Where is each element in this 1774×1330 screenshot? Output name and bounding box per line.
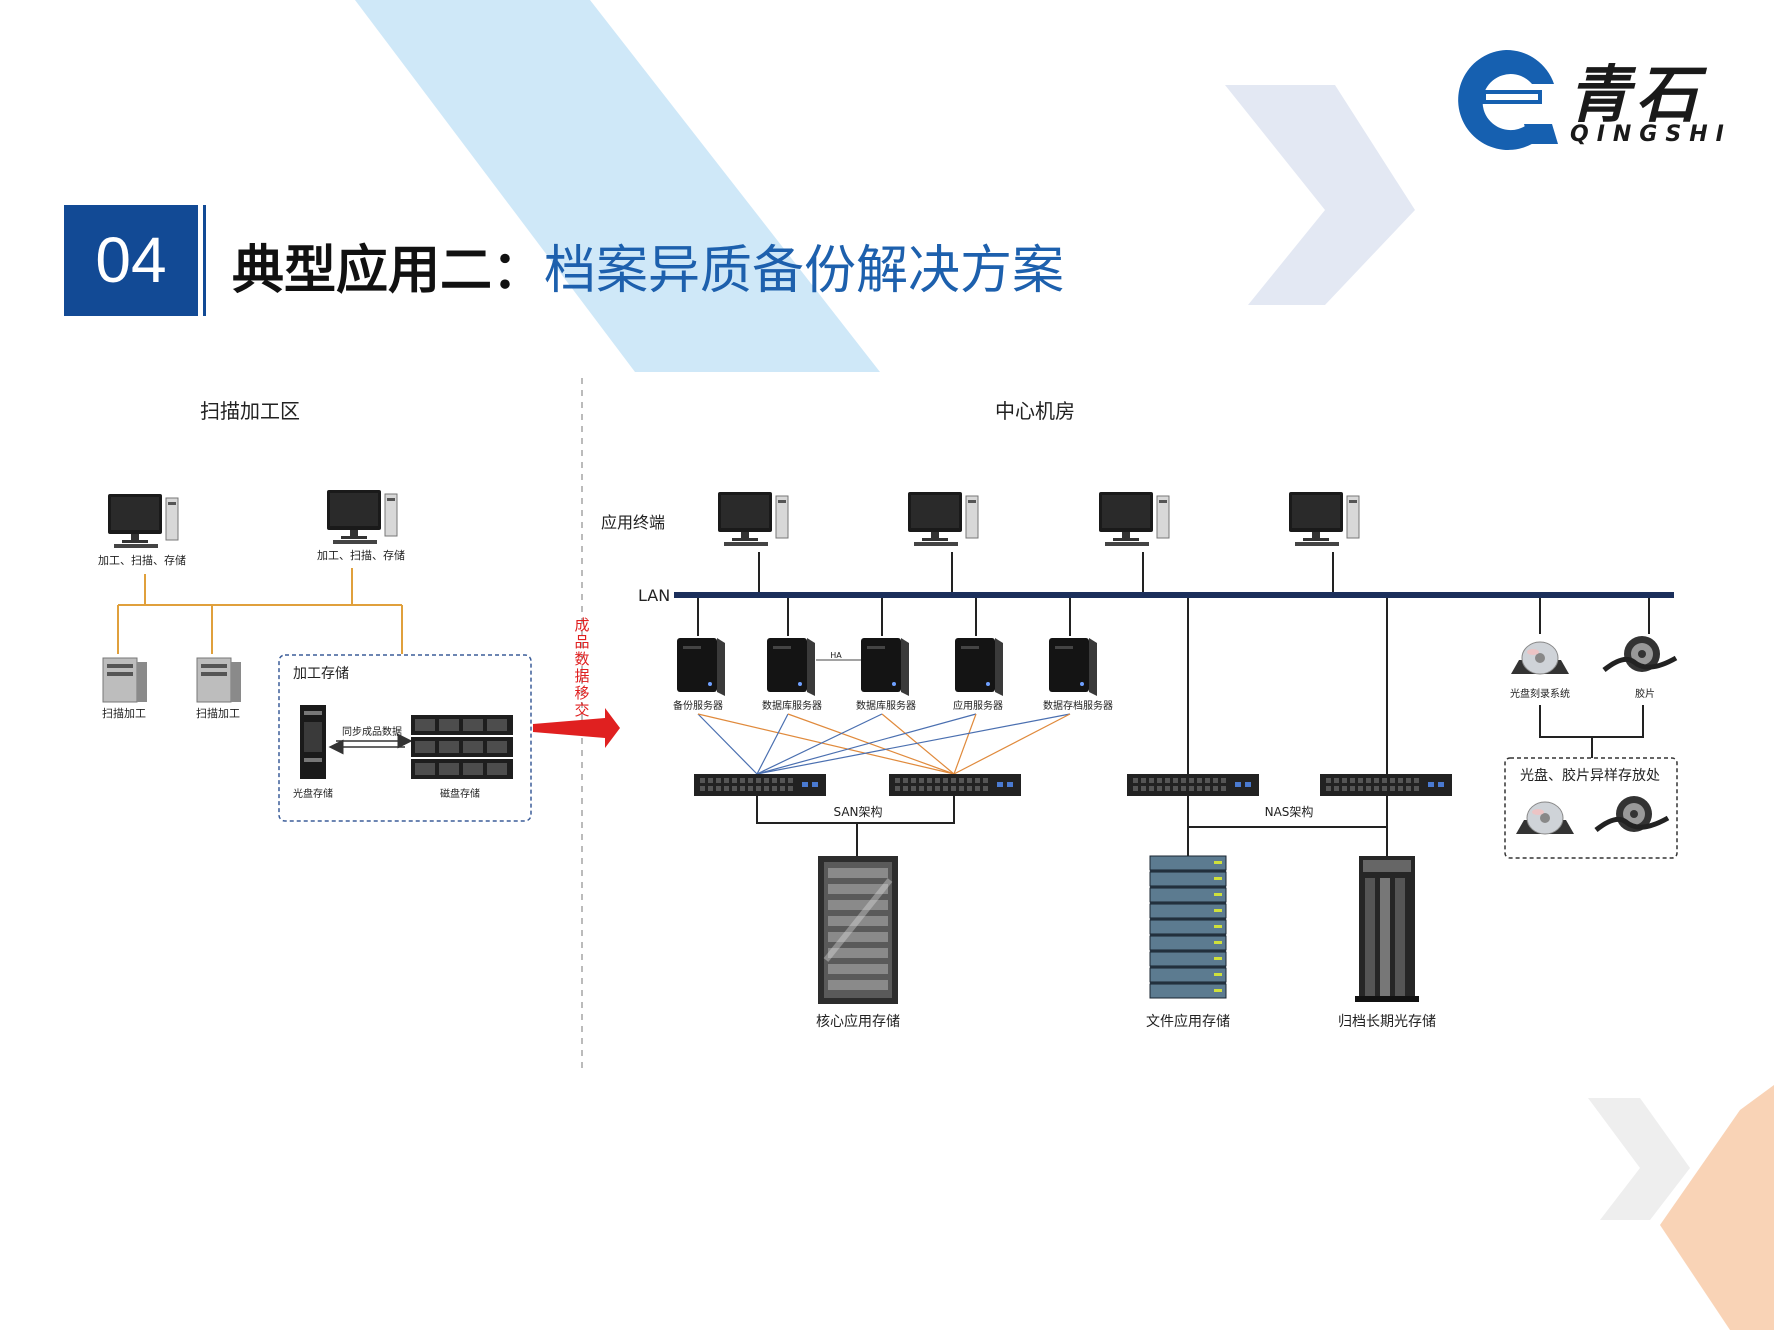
server-label: 数据库服务器	[762, 699, 822, 712]
terminal-row-label: 应用终端	[601, 513, 665, 532]
media-label: 光盘刻录系统	[1510, 687, 1570, 700]
backup-server-icon	[677, 638, 725, 696]
transfer-label-char: 成	[574, 616, 589, 634]
logo-english-text: QINGSHI	[1570, 122, 1732, 147]
transfer-label-char: 数	[574, 650, 589, 668]
section-number: 04	[64, 205, 198, 316]
transfer-arrow	[533, 708, 620, 748]
scanner-label: 扫描加工	[196, 706, 240, 720]
lan-drops	[697, 552, 1650, 774]
workstation-icon	[326, 489, 398, 545]
diagonal-band-decoration	[355, 0, 880, 372]
optical-storage-rack-icon	[300, 705, 326, 779]
terminal-label: 加工、扫描、存储	[98, 553, 186, 567]
nas-switch-icon	[1320, 774, 1452, 796]
optical-archive-rack-icon	[1355, 856, 1419, 1002]
qingshi-logo: 青石 QINGSHI	[1446, 44, 1736, 154]
san-fabric-lines	[697, 713, 1071, 775]
chevron-decoration-orange	[1660, 1085, 1774, 1330]
scanner-pc-icon	[196, 657, 242, 703]
core-storage-rack-icon	[818, 856, 898, 1004]
section-divider	[203, 205, 206, 316]
database-server-icon	[861, 638, 909, 696]
transfer-label-char: 据	[574, 667, 589, 685]
app-terminal-icon	[717, 491, 789, 547]
lan-label: LAN	[638, 586, 670, 605]
transfer-label-char: 移	[574, 684, 589, 702]
storage-box-title: 加工存储	[293, 666, 349, 682]
media-label: 胶片	[1635, 687, 1655, 700]
server-label: 数据存档服务器	[1043, 699, 1113, 712]
zone-right-label: 中心机房	[995, 399, 1075, 423]
transfer-label-char: 交	[574, 701, 589, 719]
nas-switch-icon	[1127, 774, 1259, 796]
scanner-pc-icon	[102, 657, 148, 703]
processing-network-lines	[117, 568, 403, 654]
sync-label: 同步成品数据	[342, 725, 402, 738]
transfer-label-char: 品	[574, 633, 589, 651]
archive-server-icon	[1049, 638, 1097, 696]
database-server-icon	[767, 638, 815, 696]
app-terminal-icon	[907, 491, 979, 547]
disk-array-icon	[411, 715, 513, 779]
storage-label: 核心应用存储	[816, 1013, 900, 1030]
nas-label: NAS架构	[1265, 804, 1314, 819]
film-reel-icon	[1604, 636, 1676, 672]
logo-chinese-text: 青石	[1568, 58, 1705, 131]
optical-storage-label: 光盘存储	[293, 787, 333, 800]
zone-left-label: 扫描加工区	[200, 399, 300, 423]
storage-label: 归档长期光存储	[1338, 1013, 1436, 1030]
server-label: 数据库服务器	[856, 699, 916, 712]
logo-emblem-icon	[1458, 49, 1558, 150]
app-terminal-icon	[1098, 491, 1170, 547]
offsite-links	[1539, 705, 1644, 758]
disc-burner-icon	[1510, 641, 1570, 675]
title-prefix: 典型应用二：	[232, 241, 545, 301]
file-storage-icon	[1149, 855, 1227, 999]
san-switch-icon	[889, 774, 1021, 796]
server-label: 应用服务器	[953, 699, 1003, 712]
page-title: 典型应用二：档案异质备份解决方案	[232, 236, 1064, 306]
storage-links	[756, 796, 1388, 856]
offsite-title: 光盘、胶片异样存放处	[1520, 767, 1660, 784]
workstation-icon	[107, 493, 179, 549]
app-terminal-icon	[1288, 491, 1360, 547]
title-main: 档案异质备份解决方案	[544, 241, 1065, 301]
scanner-label: 扫描加工	[102, 706, 146, 720]
san-label: SAN架构	[833, 804, 882, 819]
server-label: 备份服务器	[673, 699, 723, 712]
transfer-label: 成品数据移交	[574, 616, 589, 719]
ha-label: HA	[830, 651, 842, 660]
storage-label: 文件应用存储	[1146, 1013, 1230, 1030]
chevron-decoration	[1225, 85, 1415, 305]
terminal-label: 加工、扫描、存储	[317, 548, 405, 562]
application-server-icon	[955, 638, 1003, 696]
lan-bus	[674, 592, 1674, 598]
disk-storage-label: 磁盘存储	[440, 787, 480, 800]
chevron-decoration-grey	[1588, 1098, 1690, 1220]
san-switch-icon	[694, 774, 826, 796]
